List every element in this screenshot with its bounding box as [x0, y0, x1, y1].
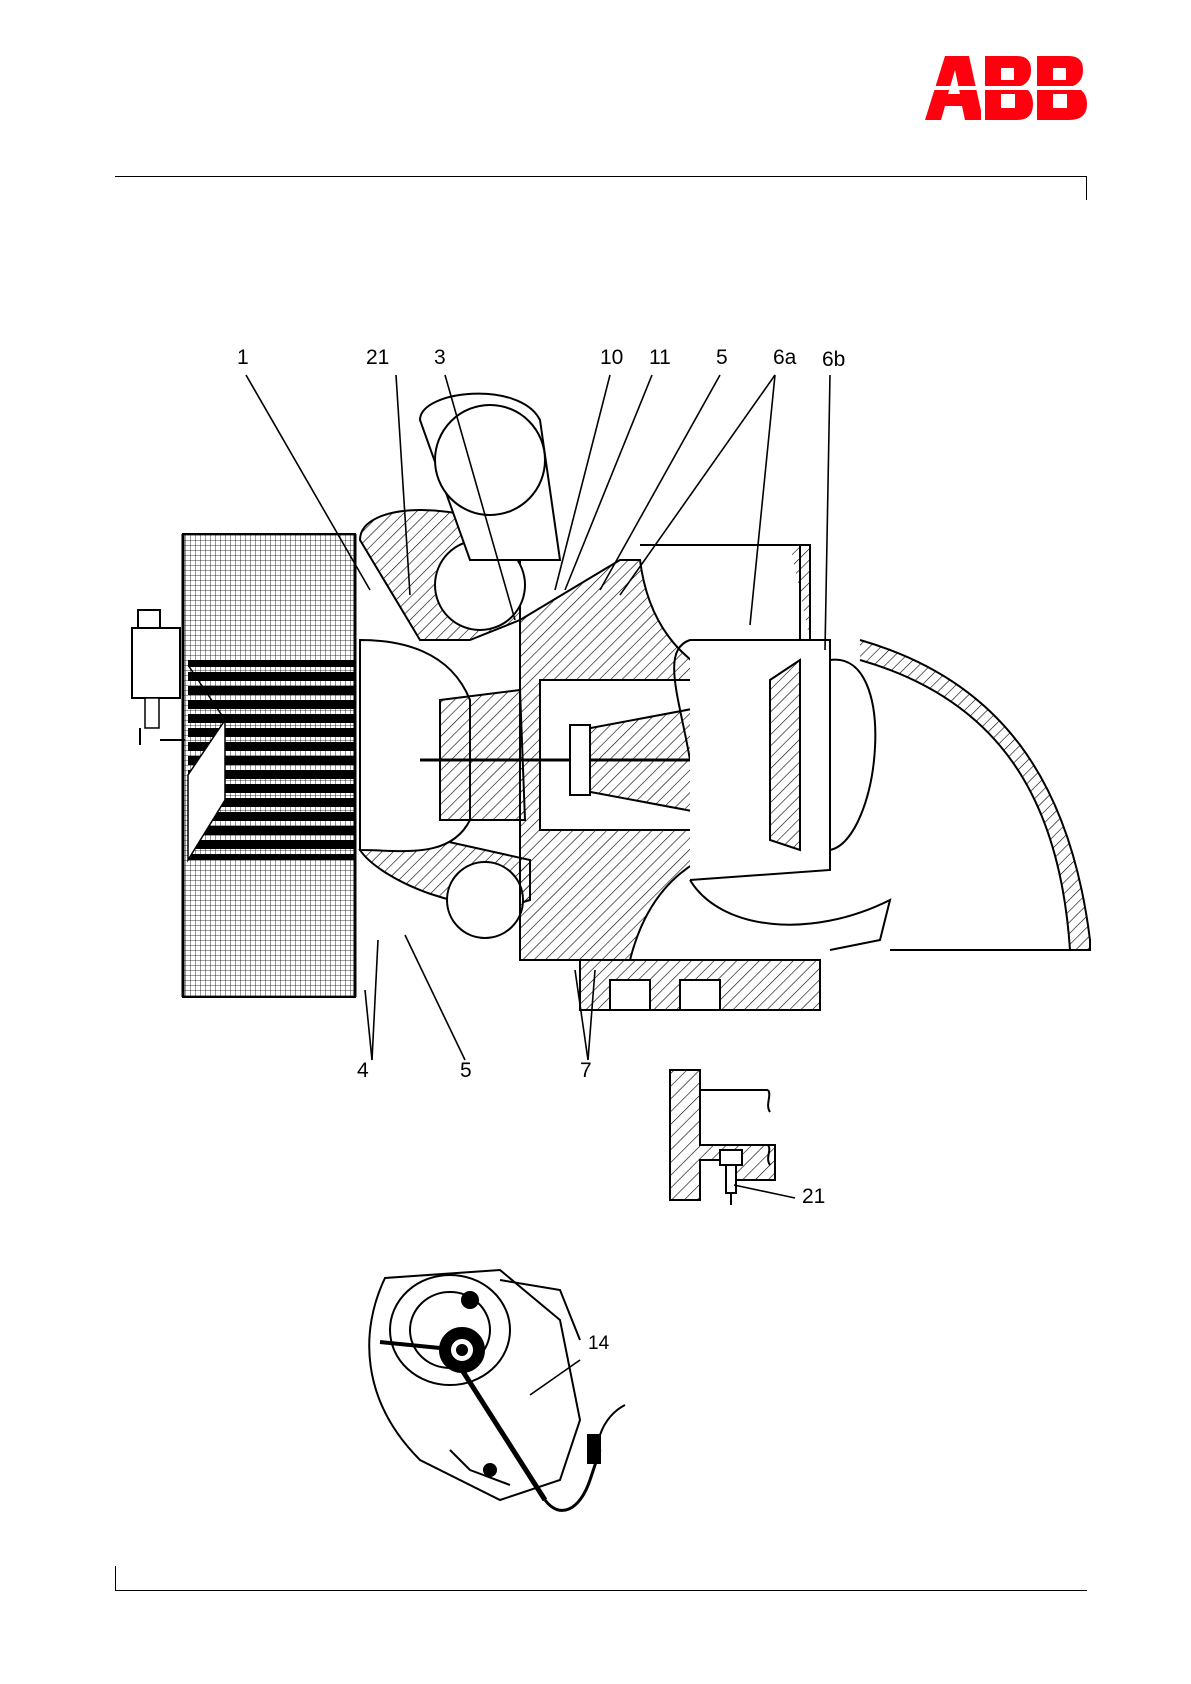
- sensor-assembly: [369, 1270, 625, 1510]
- sensor-callout-14: 14: [588, 1334, 609, 1353]
